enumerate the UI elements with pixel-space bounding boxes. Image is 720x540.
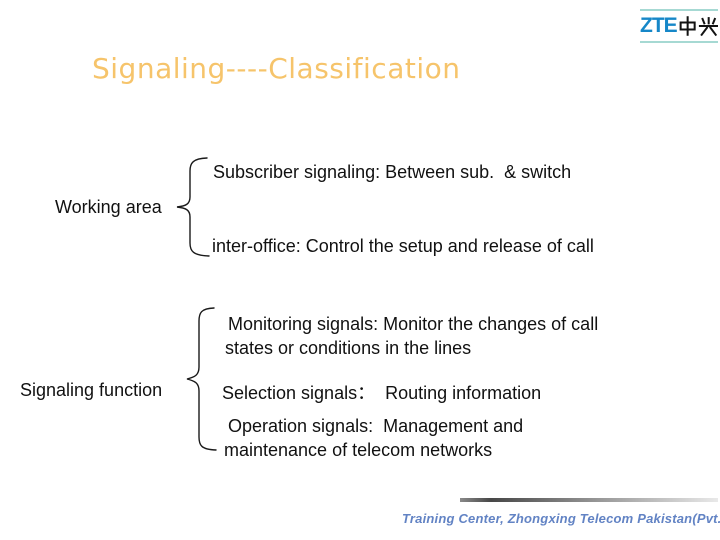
brace-signaling-function <box>186 307 217 451</box>
footer-divider <box>460 498 718 502</box>
zte-logo-text: ZTE <box>640 14 678 37</box>
branch-operation-signals-line2: maintenance of telecom networks <box>224 440 493 460</box>
branch-monitoring-signals-line1: Monitoring signals: Monitor the changes … <box>228 314 599 334</box>
branch-monitoring-signals-line2: states or conditions in the lines <box>225 338 472 358</box>
branch-operation-signals-line1: Operation signals: Management and <box>228 416 524 436</box>
footer-credit: Training Center, Zhongxing Telecom Pakis… <box>402 511 720 526</box>
logo-bottom-rule <box>640 41 718 43</box>
logo-row: ZTE <box>640 11 718 41</box>
group-label-working-area: Working area <box>55 197 162 217</box>
branch-selection-signals: Selection signals： Routing information <box>222 383 542 403</box>
zte-logo: ZTE <box>640 9 718 43</box>
branch-inter-office: inter-office: Control the setup and rele… <box>212 236 594 256</box>
brace-working-area <box>176 157 210 257</box>
group-label-signaling-function: Signaling function <box>20 380 163 400</box>
logo-top-rule <box>640 9 718 11</box>
branch-subscriber-signaling: Subscriber signaling: Between sub. & swi… <box>213 162 572 182</box>
slide-title: Signaling----Classification <box>92 52 461 85</box>
zte-chinese-logo-icon <box>679 16 718 37</box>
